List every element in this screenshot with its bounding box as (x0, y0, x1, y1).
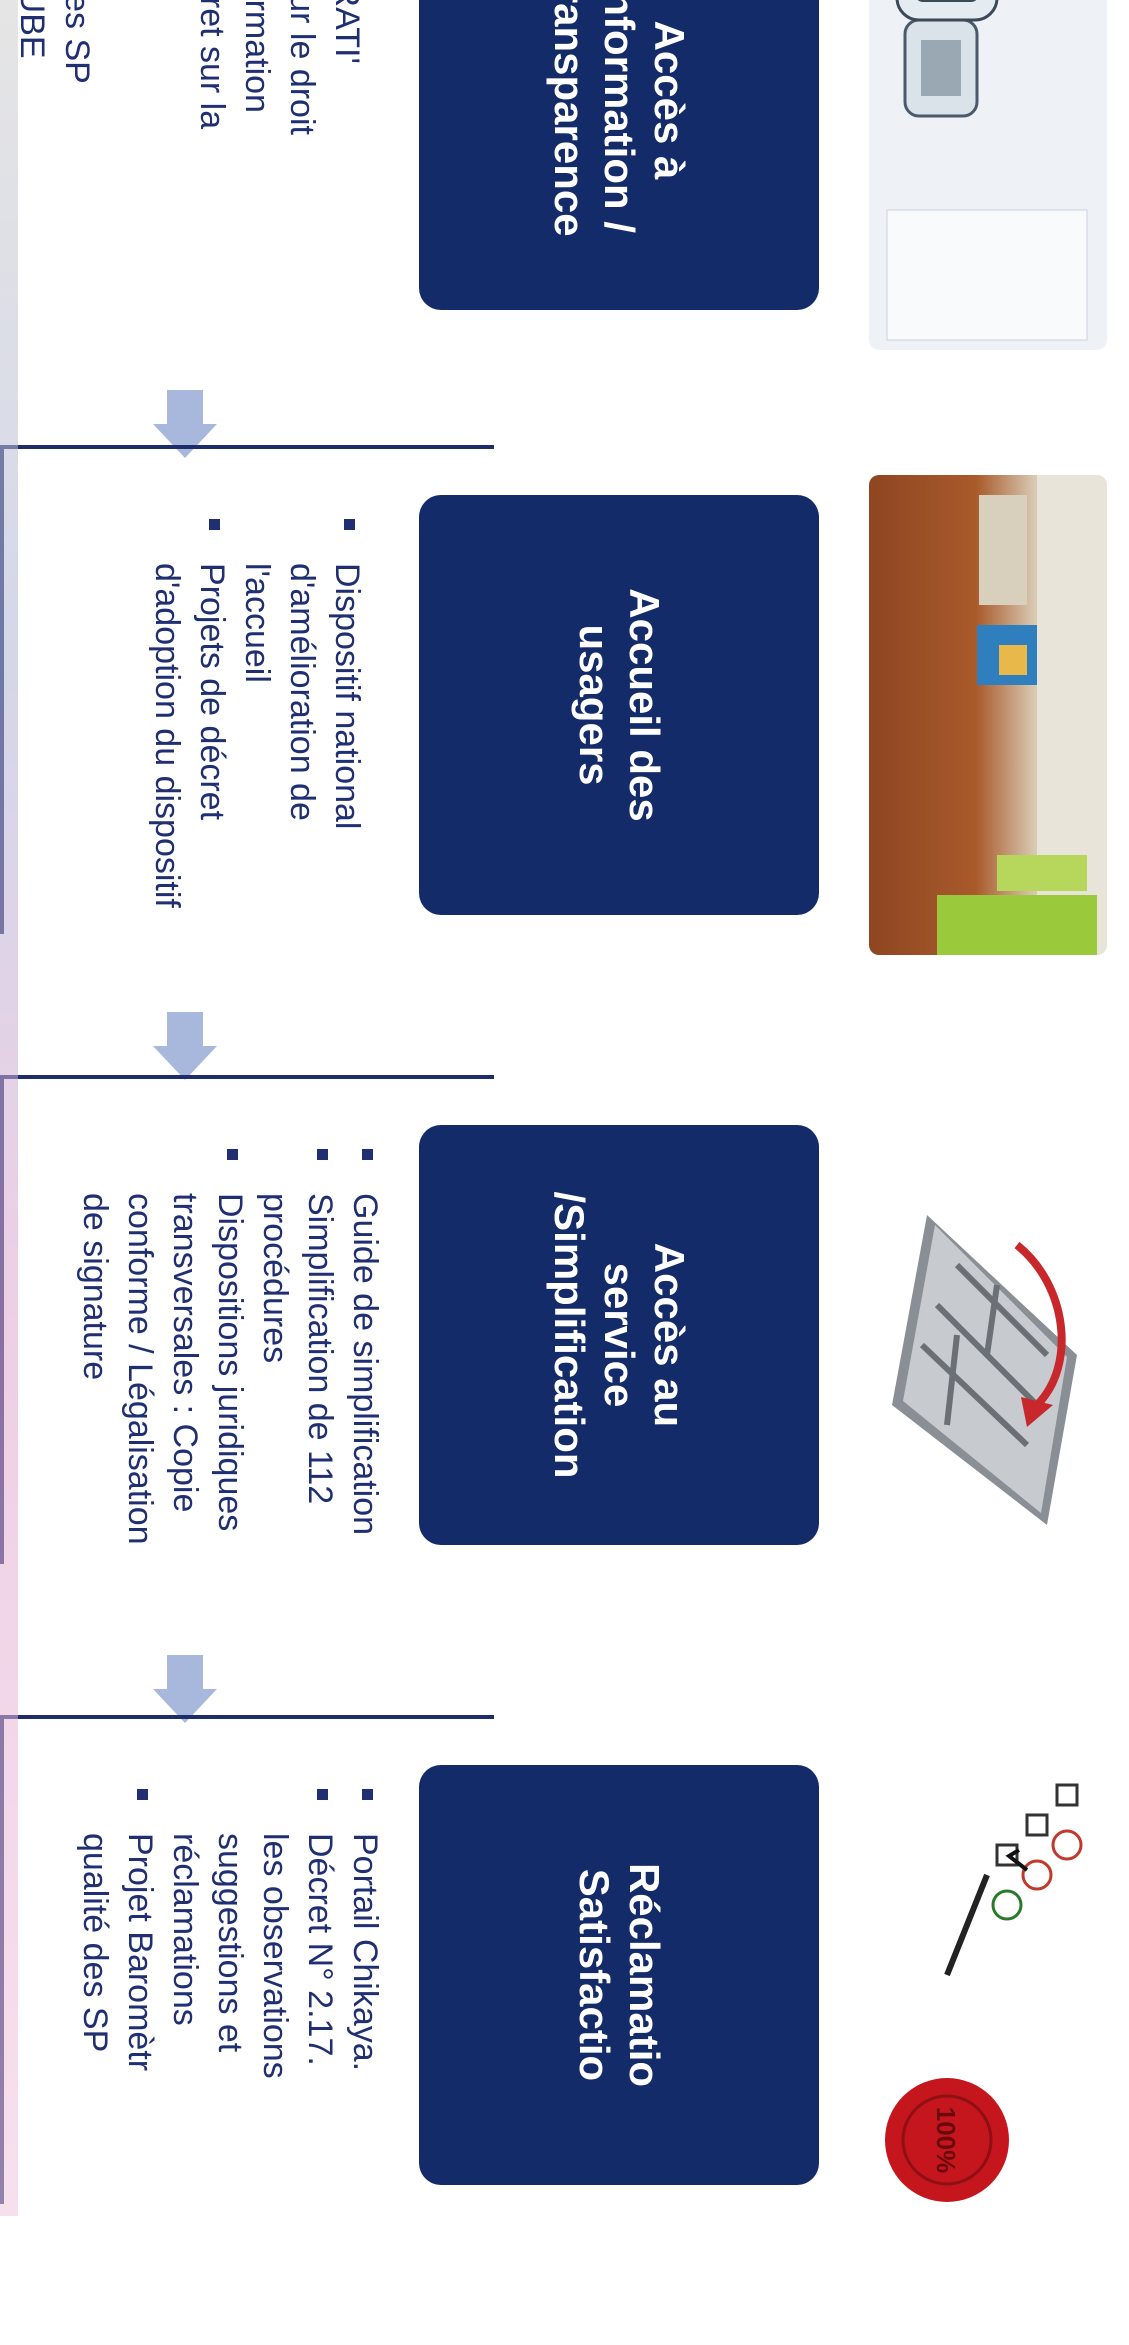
bullet-list: Portail Chikaya. Décret N° 2.17. les obs… (72, 1785, 387, 2345)
panel-title: Accueil des usagers (571, 588, 668, 822)
panel-title: Accès à ’information / Transparence (546, 0, 693, 237)
website-screens-icon (869, 0, 1107, 350)
arrow-right-icon (153, 1655, 217, 1723)
bullet-item: Projets de décret d'adoption du disposit… (144, 515, 234, 1075)
bullet-list: Dispositif national d'amélioration de l'… (144, 515, 369, 1075)
maze-icon (869, 1105, 1107, 1585)
arrow-right-icon (153, 1012, 217, 1080)
svg-text:100%: 100% (931, 2107, 961, 2174)
satisfaction-survey-icon: 100% (869, 1745, 1107, 2225)
panel-title: Réclamatio Satisfactio (571, 1862, 668, 2088)
bullet-item: Portail Chikaya. (342, 1785, 387, 2345)
office-hall-photo-icon (869, 475, 1107, 955)
panel-access-information: Accès à ’information / Transparence osit… (0, 0, 1129, 390)
bullet-list: Guide de simplification Simplification d… (72, 1145, 387, 1705)
bullet-item: Projet Baromètr qualité des SP (72, 1785, 162, 2345)
panel-complaints-satisfaction: 100% Réclamatio Satisfactio Portail Chik… (0, 1715, 1129, 2265)
slide-canvas: Accès à ’information / Transparence osit… (0, 0, 1129, 2216)
panel-reception: Accueil des usagers Dispositif national … (0, 445, 1129, 995)
arrow-right-icon (153, 390, 217, 458)
bullet-item: Décret N° 2.17. les observations suggest… (162, 1785, 342, 2345)
panel-title-box: Accès à ’information / Transparence (419, 0, 819, 310)
bullet-item: Dispositions juridiques transversales : … (72, 1145, 252, 1705)
bullet-list: ositif 'IDARATI' √° 31.13 sur le droit c… (9, 0, 369, 400)
bullet-item: Dispositif national d'amélioration de l'… (234, 515, 369, 1075)
bullet-item: Simplification de 112 procédures (252, 1145, 342, 1705)
bullet-item: Guide de simplification (342, 1145, 387, 1705)
panel-service-simplification: Accès au service /Simplification Guide d… (0, 1075, 1129, 1625)
bullet-item: ositif 'IDARATI' √° 31.13 sur le droit c… (9, 0, 369, 400)
panel-title: Accès au service /Simplification (546, 1191, 693, 1479)
bottom-rule (0, 0, 18, 2216)
